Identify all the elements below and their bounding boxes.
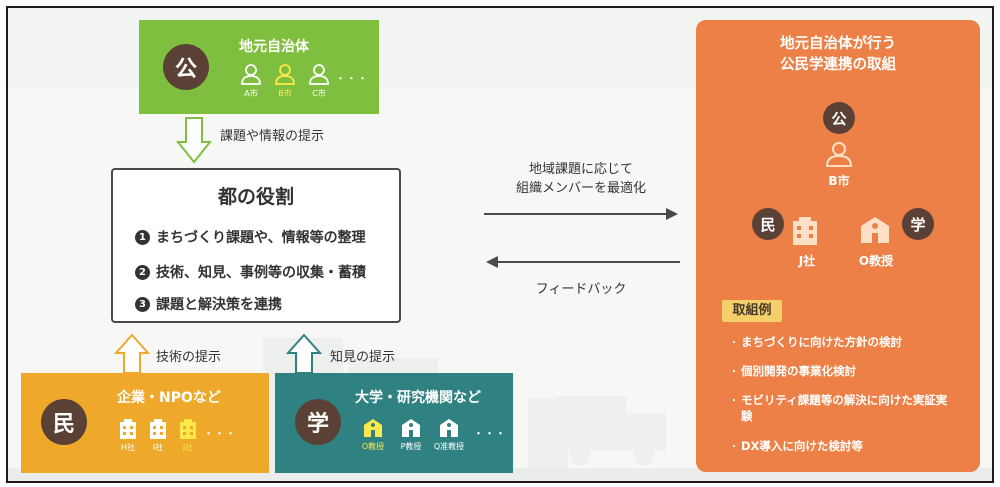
ellipsis: ・・・ xyxy=(473,427,506,440)
arrow-up-icon xyxy=(286,333,322,374)
right-academic-circle: 学 xyxy=(902,208,934,240)
school-icon xyxy=(402,419,420,437)
diagram-frame: 公 地元自治体 A市 B市 C市 ・・・ 課題や情報の提示 都の役割 1 まちづ… xyxy=(6,6,994,483)
right-title-line1: 地元自治体が行う xyxy=(780,36,896,52)
person-icon xyxy=(825,142,853,167)
arrow-down-icon xyxy=(176,117,212,164)
ellipsis: ・・・ xyxy=(203,427,236,440)
school-icon xyxy=(364,419,382,437)
company-label: I社 xyxy=(152,443,164,452)
role-item: 1 まちづくり課題や、情報等の整理 xyxy=(135,227,366,247)
person-icon xyxy=(275,64,295,85)
example-item: DX導入に向けた検討等 xyxy=(741,439,863,453)
role-title: 都の役割 xyxy=(217,186,294,208)
right-title: 地元自治体が行う 公民学連携の取組 xyxy=(696,34,980,76)
example-item: まちづくりに向けた方針の検討 xyxy=(741,335,902,349)
prof-label: P教授 xyxy=(400,442,422,451)
right-private-circle: 民 xyxy=(752,208,784,240)
right-title-line2: 公民学連携の取組 xyxy=(780,57,896,73)
optimize-label: 地域課題に応じて 組織メンバーを最適化 xyxy=(486,160,676,198)
number-badge: 2 xyxy=(135,264,150,280)
feedback-label: フィードバック xyxy=(535,282,627,297)
school-icon xyxy=(861,217,889,243)
private-circle: 民 xyxy=(41,399,87,445)
building-icon xyxy=(793,217,817,245)
city-label: C市 xyxy=(312,89,326,98)
example-item: モビリティ課題等の解決に向けた実証実験 xyxy=(741,393,948,423)
number-badge: 1 xyxy=(135,229,150,245)
public-box: 公 地元自治体 A市 B市 C市 ・・・ xyxy=(139,20,379,114)
academic-title: 大学・研究機関など xyxy=(355,390,481,406)
arrow-tech-label: 技術の提示 xyxy=(156,350,222,365)
role-item-text: 技術、知見、事例等の収集・蓄積 xyxy=(156,265,366,281)
role-box: 都の役割 1 まちづくり課題や、情報等の整理 2 技術、知見、事例等の収集・蓄積… xyxy=(111,168,401,323)
arrow-know-label: 知見の提示 xyxy=(330,350,396,365)
role-item-text: まちづくり課題や、情報等の整理 xyxy=(156,230,366,246)
arrow-up-icon xyxy=(114,333,150,374)
public-circle: 公 xyxy=(163,44,209,90)
bullet-dot: ・ xyxy=(729,367,739,378)
city-label: B市 xyxy=(278,89,292,98)
private-title: 企業・NPOなど xyxy=(117,390,221,406)
optimize-label-line1: 地域課題に応じて xyxy=(528,162,633,177)
right-prof-label: O教授 xyxy=(858,254,894,268)
role-item-text: 課題と解決策を連携 xyxy=(156,297,282,313)
right-city-label: B市 xyxy=(828,174,850,188)
company-label: H社 xyxy=(120,443,135,452)
role-item: 3 課題と解決策を連携 xyxy=(135,294,282,314)
optimize-label-line2: 組織メンバーを最適化 xyxy=(515,181,646,196)
bullet-dot: ・ xyxy=(729,338,739,349)
school-icon xyxy=(440,419,458,437)
prof-label: O教授 xyxy=(361,442,385,451)
building-icon xyxy=(180,419,196,439)
person-icon xyxy=(241,64,261,85)
academic-circle: 学 xyxy=(295,399,341,445)
private-box: 民 企業・NPOなど H社 I社 J社 ・・・ xyxy=(21,373,269,473)
right-company-label: J社 xyxy=(798,254,816,268)
right-public-circle: 公 xyxy=(823,102,855,134)
building-icon xyxy=(150,419,166,439)
city-label: A市 xyxy=(244,89,258,98)
building-icon xyxy=(120,419,136,439)
company-label: J社 xyxy=(182,443,194,452)
role-item: 2 技術、知見、事例等の収集・蓄積 xyxy=(135,262,366,282)
ellipsis: ・・・ xyxy=(335,72,368,85)
arrow-left-icon xyxy=(486,256,680,268)
arrow-down-label: 課題や情報の提示 xyxy=(220,129,325,144)
examples-title: 取組例 xyxy=(722,300,782,322)
public-title: 地元自治体 xyxy=(239,39,309,55)
bullet-dot: ・ xyxy=(729,442,739,453)
arrow-right-icon xyxy=(484,208,678,220)
academic-box: 学 大学・研究機関など O教授 P教授 Q准教授 ・・・ xyxy=(275,373,513,473)
person-icon xyxy=(309,64,329,85)
example-item: 個別開発の事業化検討 xyxy=(741,364,856,378)
prof-label: Q准教授 xyxy=(433,442,465,451)
number-badge: 3 xyxy=(135,296,150,312)
bullet-dot: ・ xyxy=(729,396,739,407)
right-panel: 地元自治体が行う 公民学連携の取組 公 B市 民 J社 学 O教授 取組例 ・ … xyxy=(696,20,980,472)
